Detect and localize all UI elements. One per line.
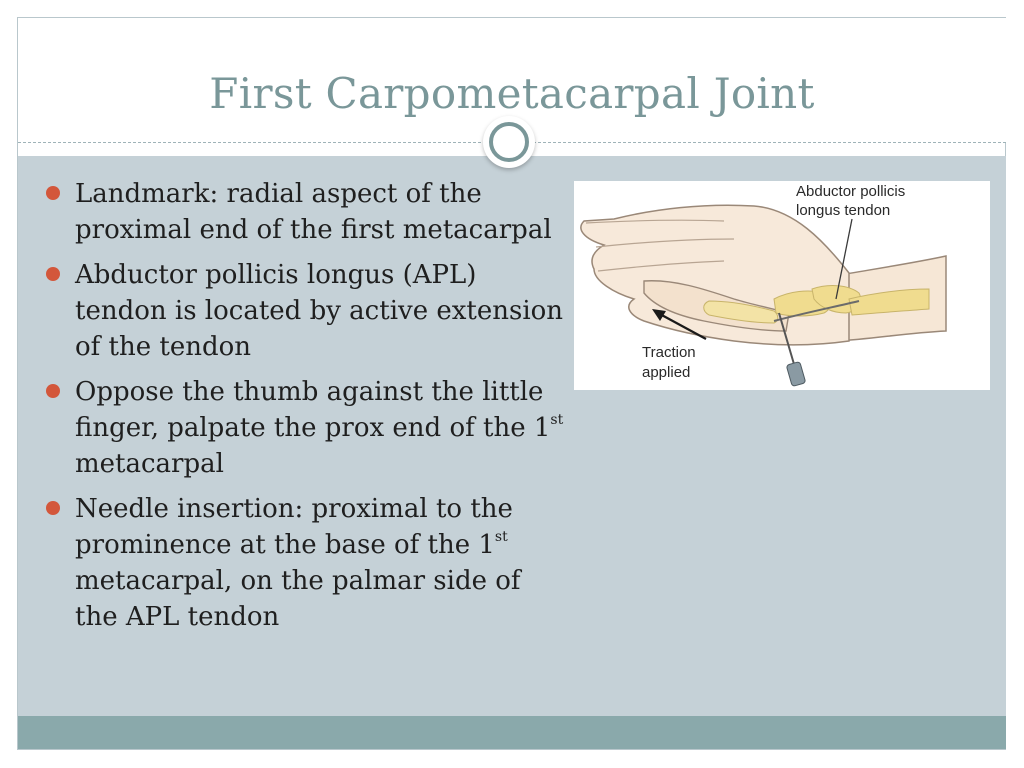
traction-arrow [657,312,707,340]
finger-line [595,238,735,248]
label-traction-line2: applied [642,364,690,381]
bullet-item: Abductor pollicis longus (APL) tendon is… [44,257,564,365]
radius-bone [848,288,930,316]
bullet-text-before: Oppose the thumb against the little fing… [75,377,551,443]
bullet-dot-icon [46,501,60,515]
hand-injection-figure: Abductor pollicis longus tendon Traction… [574,181,990,390]
bullet-list: Landmark: radial aspect of the proximal … [44,176,564,644]
bullet-superscript: st [494,529,508,545]
bullet-text-after: metacarpal [75,449,224,479]
pointer-line [835,218,853,300]
bullet-item: Needle insertion: proximal to the promin… [44,491,564,635]
bullet-text: Abductor pollicis longus (APL) tendon is… [75,260,564,362]
needle [778,312,797,372]
bullet-dot-icon [46,267,60,281]
bullet-superscript: st [550,412,564,428]
tendon-line [773,300,860,322]
bullet-dot-icon [46,384,60,398]
bullet-text-before: Needle insertion: proximal to the promin… [75,494,513,560]
finger-line [585,219,725,224]
bullet-dot-icon [46,186,60,200]
syringe-hub [786,361,806,387]
arrow-head-icon [652,309,666,321]
footer-band [18,716,1006,749]
label-tendon-line1: Abductor pollicis [796,183,905,200]
finger-line [597,260,725,272]
label-traction-line1: Traction [642,344,696,361]
bullet-text-after: metacarpal, on the palmar side of the AP… [75,566,521,632]
bullet-item: Oppose the thumb against the little fing… [44,374,564,482]
metacarpal-bone [703,300,779,324]
title-divider-circle-icon [483,116,535,168]
bullet-text: Landmark: radial aspect of the proximal … [75,179,552,245]
hand-illustration: Abductor pollicis longus tendon Traction… [580,183,947,387]
slide-title: First Carpometacarpal Joint [209,69,815,118]
label-tendon-line2: longus tendon [796,202,890,219]
bullet-item: Landmark: radial aspect of the proximal … [44,176,564,248]
circle-ring [489,122,529,162]
